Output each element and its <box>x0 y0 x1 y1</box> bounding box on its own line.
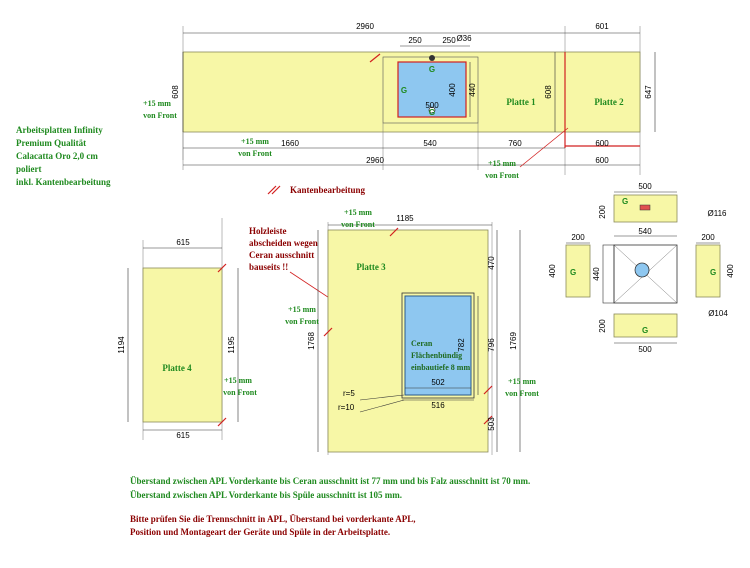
ceran-line-3: einbautiefe 8 mm <box>411 363 470 372</box>
plate3-width: 1185 <box>396 214 414 223</box>
sink-g-right: G <box>710 268 716 277</box>
material-line-1: Arbeitsplatten Infinity <box>16 125 103 135</box>
sink-bottom-500: 500 <box>638 345 652 354</box>
dim-608-mid: 608 <box>544 85 553 99</box>
overhang-right-2: von Front <box>485 171 519 180</box>
material-line-4: poliert <box>16 164 42 174</box>
dim-hole-36: Ø36 <box>456 34 472 43</box>
plate4-height-right: 1195 <box>227 336 236 354</box>
sink-540: 540 <box>638 227 652 236</box>
plate2-slab <box>564 51 641 133</box>
dim-608-left: 608 <box>171 85 180 99</box>
note-red-2: Position und Montageart der Geräte und S… <box>130 527 390 537</box>
dim-600a: 600 <box>595 139 609 148</box>
plate3-height-right: 1769 <box>509 332 518 350</box>
dim-1660: 1660 <box>281 139 299 148</box>
note-green-2: Überstand zwischen APL Vorderkante bis S… <box>130 490 402 500</box>
dim-250b: 250 <box>442 36 456 45</box>
holz-line-1: Holzleiste <box>249 226 287 236</box>
top-plan: 2960 601 250 250 Ø36 608 608 647 500 400… <box>143 22 656 180</box>
dim-sink-400: 400 <box>448 83 457 97</box>
sink-detail: 500 200 Ø116 540 200 200 400 440 400 Ø10… <box>548 182 735 354</box>
sink-top-200: 200 <box>598 205 607 219</box>
notes: Überstand zwischen APL Vorderkante bis C… <box>130 476 530 537</box>
dim-760: 760 <box>508 139 522 148</box>
edge-legend-label: Kantenbearbeitung <box>290 185 366 195</box>
sink-left-400: 400 <box>548 264 557 278</box>
dim-2960-bottom: 2960 <box>366 156 384 165</box>
ceran-line-1: Ceran <box>411 339 433 348</box>
plate3-overhang-left-1: +15 mm <box>288 305 316 314</box>
g-label-1: G <box>429 65 435 74</box>
overhang-mid-2: von Front <box>238 149 272 158</box>
sink-dia-116: Ø116 <box>708 209 728 218</box>
plate3-height-left: 1768 <box>307 332 316 350</box>
material-line-2: Premium Qualität <box>16 138 86 148</box>
plate3-overhang-right-1: +15 mm <box>508 377 536 386</box>
plate3-overhang-top-2: von Front <box>341 220 375 229</box>
material-line-3: Calacatta Oro 2,0 cm <box>16 151 98 161</box>
plate3-dim-470: 470 <box>487 256 496 270</box>
plate3-overhang-top-1: +15 mm <box>344 208 372 217</box>
plate3-dim-502: 502 <box>431 378 445 387</box>
dim-647: 647 <box>644 85 653 99</box>
g-label-2: G <box>401 86 407 95</box>
dim-2960-top: 2960 <box>356 22 374 31</box>
ceran-line-2: Flächenbündig <box>411 351 462 360</box>
overhang-mid-1: +15 mm <box>241 137 269 146</box>
plate3-dim-796: 796 <box>487 338 496 352</box>
edge-legend: Kantenbearbeitung <box>267 185 366 195</box>
sink-top-500: 500 <box>638 182 652 191</box>
plate3-r5: r=5 <box>343 389 355 398</box>
sink-g-top: G <box>622 197 628 206</box>
ceran-cutout <box>404 295 472 396</box>
plate4-label: Platte 4 <box>162 363 192 373</box>
holz-line-2: abscheiden wegen <box>249 238 318 248</box>
dim-sink-440: 440 <box>468 83 477 97</box>
sink-right-200: 200 <box>701 233 715 242</box>
plate4-overhang-1: +15 mm <box>224 376 252 385</box>
material-line-5: inkl. Kantenbearbeitung <box>16 177 111 187</box>
dim-540: 540 <box>423 139 437 148</box>
plate3-overhang-left-2: von Front <box>285 317 319 326</box>
g-label-3: G <box>429 108 435 117</box>
overhang-left-2: von Front <box>143 111 177 120</box>
plate4-width-top: 615 <box>176 238 190 247</box>
overhang-right-1: +15 mm <box>488 159 516 168</box>
dim-250a: 250 <box>408 36 422 45</box>
holz-line-3: Ceran ausschnitt <box>249 250 314 260</box>
sink-bottom-200: 200 <box>598 319 607 333</box>
dim-600b: 600 <box>595 156 609 165</box>
plate3-dim-516: 516 <box>431 401 445 410</box>
plate4-slab <box>142 267 223 423</box>
tap-hole <box>429 55 435 61</box>
plate4-drawing: 615 1194 1195 615 Platte 4 +15 mm von Fr… <box>117 218 257 440</box>
dim-601: 601 <box>595 22 609 31</box>
sink-mid-440: 440 <box>592 267 601 281</box>
note-green-1: Überstand zwischen APL Vorderkante bis C… <box>130 476 530 486</box>
plate4-width-bottom: 615 <box>176 431 190 440</box>
sink-right-400: 400 <box>726 264 735 278</box>
plate3-r10: r=10 <box>338 403 355 412</box>
plate1-slab <box>182 51 566 133</box>
plate2-label: Platte 2 <box>594 97 624 107</box>
holz-line-4: bauseits !! <box>249 262 288 272</box>
plate4-overhang-2: von Front <box>223 388 257 397</box>
sink-dia-104: Ø104 <box>708 309 728 318</box>
sink-g-left: G <box>570 268 576 277</box>
plate3-dim-782: 782 <box>457 338 466 352</box>
material-info: Arbeitsplatten Infinity Premium Qualität… <box>16 125 111 187</box>
plate1-label: Platte 1 <box>506 97 536 107</box>
sink-g-bottom: G <box>642 326 648 335</box>
plate3-label: Platte 3 <box>356 262 386 272</box>
plate3-drawing: 1185 1768 1769 470 796 503 782 502 516 r… <box>285 208 539 455</box>
note-red-1: Bitte prüfen Sie die Trennschnitt in APL… <box>130 514 416 524</box>
overhang-left-1: +15 mm <box>143 99 171 108</box>
dim-sink-500: 500 <box>425 101 439 110</box>
plate3-overhang-right-2: von Front <box>505 389 539 398</box>
sink-left-200: 200 <box>571 233 585 242</box>
plate4-height-left: 1194 <box>117 336 126 354</box>
plate3-dim-503: 503 <box>487 417 496 431</box>
